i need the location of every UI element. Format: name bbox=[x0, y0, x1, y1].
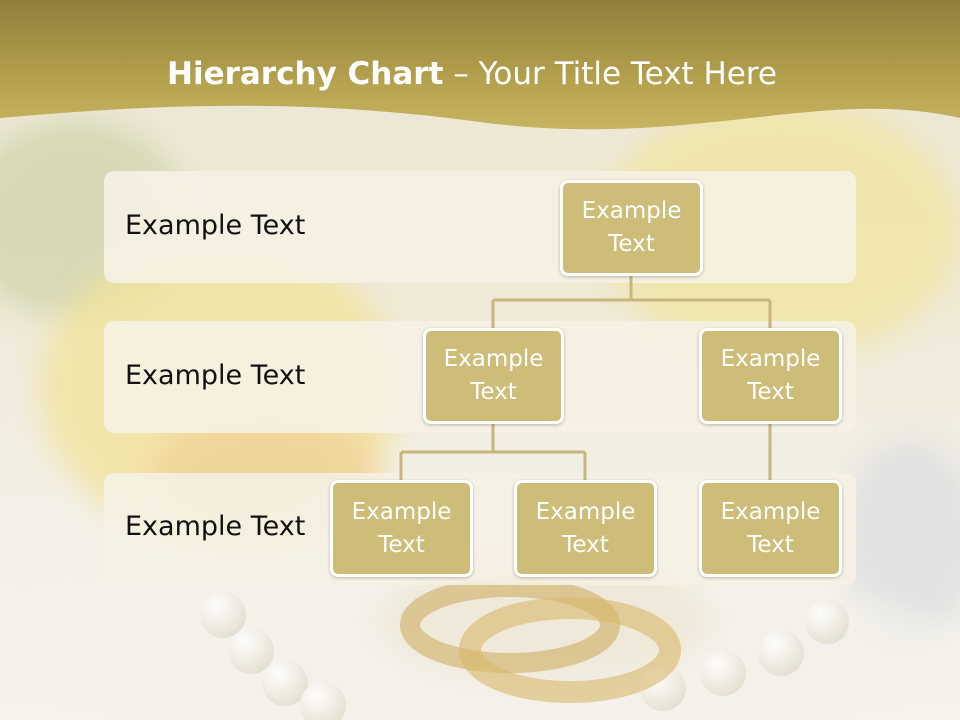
node-level3-a[interactable]: Example Text bbox=[330, 480, 473, 577]
pearl bbox=[700, 650, 746, 696]
level-band-1 bbox=[104, 171, 856, 283]
level-label-2: Example Text bbox=[125, 360, 306, 391]
level-label-3: Example Text bbox=[125, 511, 306, 542]
pearl bbox=[805, 600, 849, 644]
title-dash: – bbox=[443, 56, 479, 92]
node-level2-left[interactable]: Example Text bbox=[423, 328, 564, 424]
title-rest: Your Title Text Here bbox=[478, 56, 777, 92]
pearl bbox=[300, 682, 346, 720]
level-label-1: Example Text bbox=[125, 210, 306, 241]
node-level3-c[interactable]: Example Text bbox=[699, 480, 842, 577]
pearl bbox=[228, 628, 274, 674]
slide-title: Hierarchy Chart – Your Title Text Here bbox=[0, 56, 944, 92]
pearl bbox=[758, 630, 804, 676]
left-branch-connector bbox=[399, 422, 587, 482]
root-connector bbox=[491, 274, 772, 329]
gold-rings bbox=[400, 577, 681, 703]
node-level3-b[interactable]: Example Text bbox=[514, 480, 657, 577]
header-banner bbox=[0, 0, 960, 130]
node-root[interactable]: Example Text bbox=[560, 180, 703, 276]
title-bold: Hierarchy Chart bbox=[167, 56, 444, 92]
node-level2-right[interactable]: Example Text bbox=[699, 328, 842, 424]
